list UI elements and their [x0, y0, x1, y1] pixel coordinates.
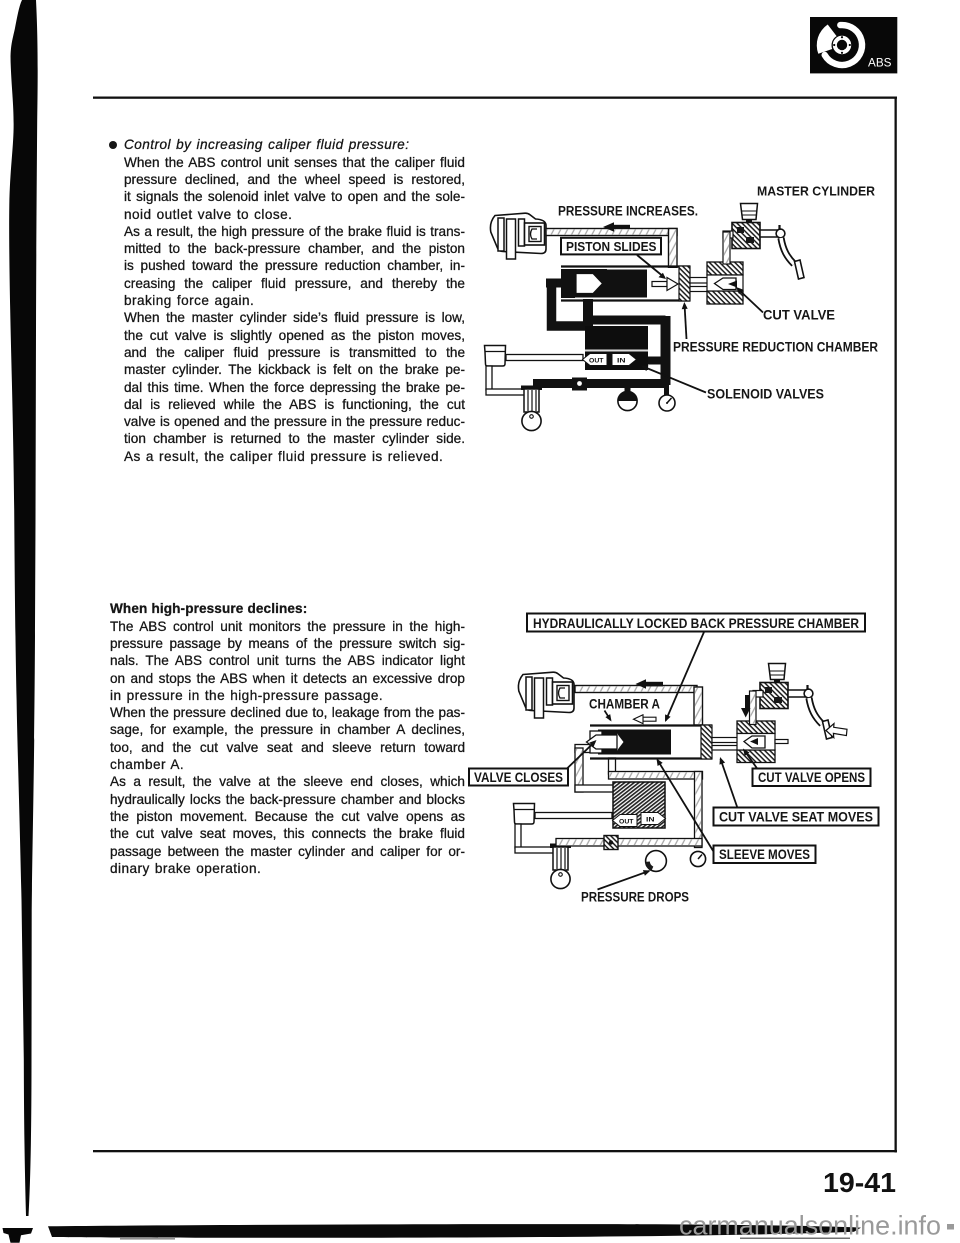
svg-text:CHAMBER A: CHAMBER A	[589, 697, 660, 712]
svg-text:OUT: OUT	[589, 357, 604, 364]
svg-text:OUT: OUT	[619, 818, 634, 825]
svg-text:PISTON SLIDES: PISTON SLIDES	[566, 240, 657, 254]
svg-text:MASTER CYLINDER: MASTER CYLINDER	[757, 184, 876, 199]
svg-text:VALVE CLOSES: VALVE CLOSES	[474, 770, 563, 785]
svg-text:PRESSURE DROPS: PRESSURE DROPS	[581, 890, 689, 905]
svg-text:ABS: ABS	[868, 58, 892, 70]
svg-text:CUT VALVE SEAT MOVES: CUT VALVE SEAT MOVES	[719, 810, 873, 825]
svg-text:IN: IN	[617, 357, 626, 364]
svg-text:SOLENOID VALVES: SOLENOID VALVES	[707, 387, 824, 402]
svg-text:PRESSURE INCREASES.: PRESSURE INCREASES.	[558, 204, 698, 219]
svg-text:CUT VALVE: CUT VALVE	[763, 308, 835, 323]
svg-text:IN: IN	[646, 816, 655, 823]
svg-text:CUT VALVE OPENS: CUT VALVE OPENS	[758, 770, 865, 785]
svg-text:19-41: 19-41	[823, 1167, 896, 1198]
svg-text:PRESSURE REDUCTION CHAMBER: PRESSURE REDUCTION CHAMBER	[673, 340, 878, 355]
svg-text:SLEEVE MOVES: SLEEVE MOVES	[719, 847, 810, 862]
svg-text:carmanualsonline.info: carmanualsonline.info	[679, 1211, 941, 1241]
svg-text:HYDRAULICALLY LOCKED BACK PRES: HYDRAULICALLY LOCKED BACK PRESSURE CHAMB…	[533, 616, 859, 631]
